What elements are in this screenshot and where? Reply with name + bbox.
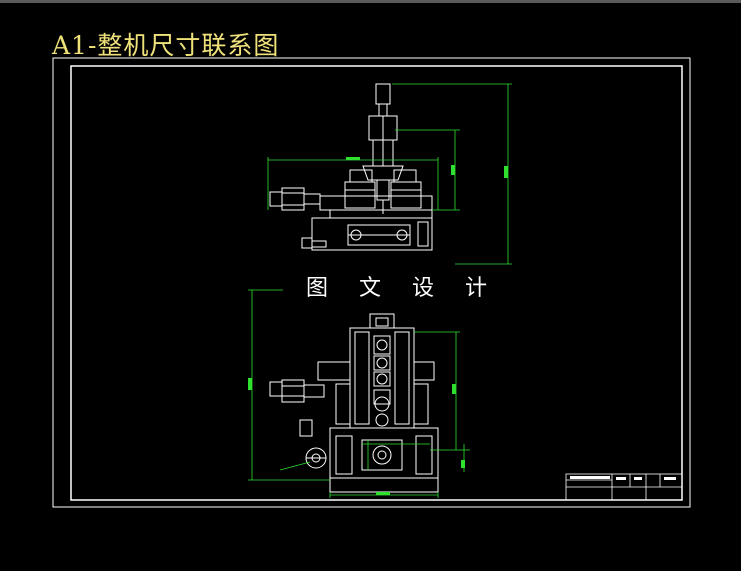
outer-frame bbox=[52, 57, 691, 508]
front-view-dimensions bbox=[267, 83, 512, 265]
drawing-title: A1-整机尺寸联系图 bbox=[52, 31, 280, 60]
window-top-border bbox=[0, 0, 741, 3]
plan-view-dimensions bbox=[248, 289, 470, 498]
plan-view bbox=[269, 313, 439, 493]
watermark-text: 图 文 设 计 bbox=[306, 276, 499, 301]
front-view bbox=[269, 83, 433, 251]
title-block bbox=[565, 473, 683, 501]
inner-frame bbox=[70, 65, 683, 501]
